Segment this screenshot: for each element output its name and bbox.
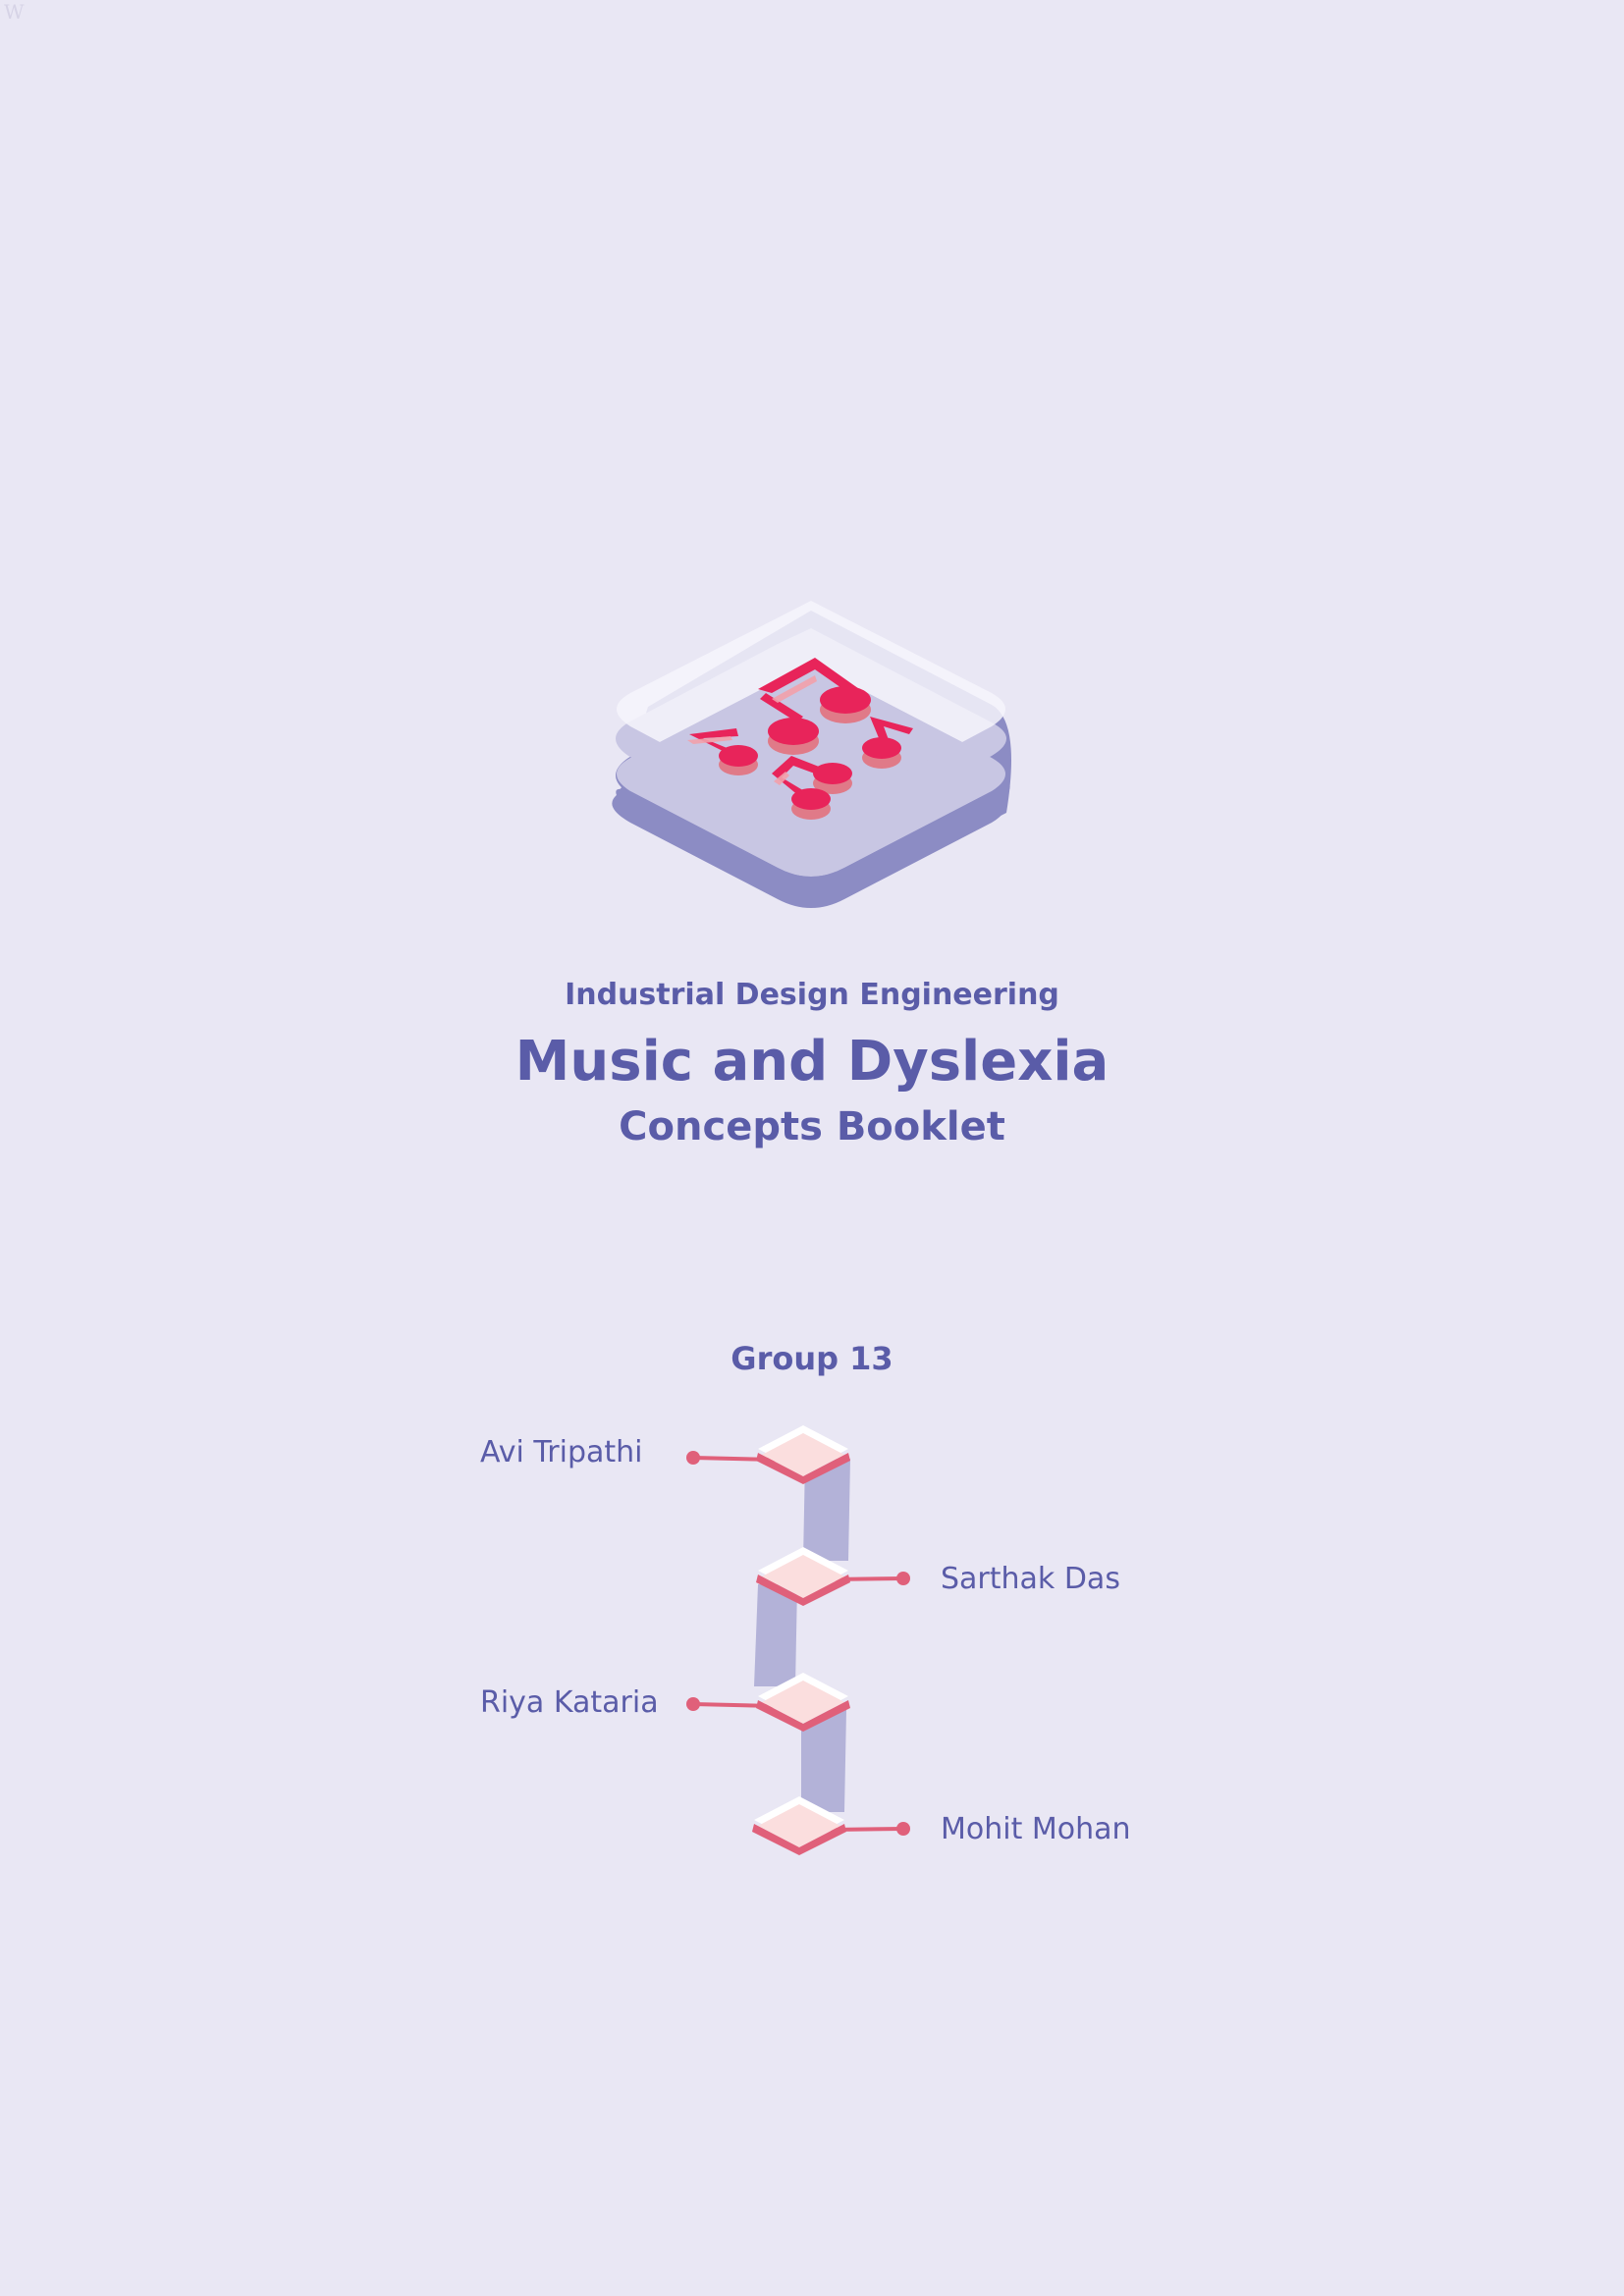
note-stem-left <box>760 693 803 722</box>
timeline-node-2 <box>756 1547 910 1606</box>
music-notes-platform-icon <box>612 601 1011 908</box>
corner-watermark: W <box>4 0 25 24</box>
member-name-1: Avi Tripathi <box>480 1435 643 1469</box>
connector-3-4 <box>801 1710 846 1812</box>
group-label: Group 13 <box>731 1340 893 1377</box>
note-highlights <box>687 675 817 785</box>
timeline-node-4 <box>752 1796 910 1855</box>
connector-2-3 <box>754 1584 797 1686</box>
platform-glass-layer <box>617 601 1005 742</box>
team-timeline <box>686 1425 910 1855</box>
booklet-title: Music and Dyslexia <box>514 1030 1110 1094</box>
member-name-2: Sarthak Das <box>941 1562 1120 1596</box>
member-name-3: Riya Kataria <box>480 1685 659 1720</box>
timeline-node-1 <box>686 1425 850 1484</box>
department-label: Industrial Design Engineering <box>565 978 1059 1012</box>
music-notes <box>689 658 913 810</box>
platform-bottom-side <box>612 784 1010 908</box>
booklet-subtitle: Concepts Booklet <box>619 1104 1005 1149</box>
timeline-node-3 <box>686 1673 850 1732</box>
platform-top-surface-lower <box>617 742 1005 877</box>
beamed-note-small-icon <box>772 756 837 801</box>
member-name-4: Mohit Mohan <box>941 1812 1131 1846</box>
connector-1-2 <box>803 1459 850 1561</box>
